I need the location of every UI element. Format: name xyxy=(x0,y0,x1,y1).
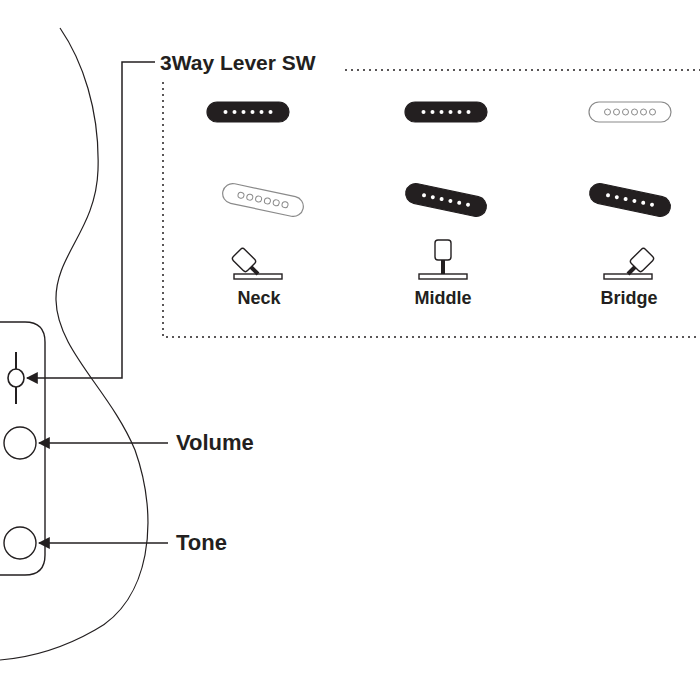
control-label: Volume xyxy=(176,432,254,454)
switch-icon xyxy=(419,240,467,279)
position-label: Bridge xyxy=(600,289,657,307)
pickup xyxy=(207,102,289,122)
pickup xyxy=(588,182,672,219)
switch-knob xyxy=(8,369,24,387)
dotted-frame xyxy=(163,70,700,337)
pickup xyxy=(404,182,488,219)
pickup xyxy=(221,182,305,219)
control-label: Tone xyxy=(176,532,227,554)
leader-line xyxy=(27,62,155,378)
control-plate xyxy=(0,322,45,575)
volume-knob xyxy=(4,427,36,459)
position-label: Middle xyxy=(415,289,472,307)
switch-icon xyxy=(604,247,655,279)
pickup-group xyxy=(207,102,672,218)
pickup xyxy=(405,102,487,122)
switch-label: 3Way Lever SW xyxy=(160,52,316,73)
leader-line xyxy=(39,542,168,544)
switch-icon xyxy=(231,247,282,279)
pickup xyxy=(589,102,671,122)
tone-knob xyxy=(4,527,36,559)
leader-line xyxy=(39,442,168,444)
position-label: Neck xyxy=(237,289,280,307)
